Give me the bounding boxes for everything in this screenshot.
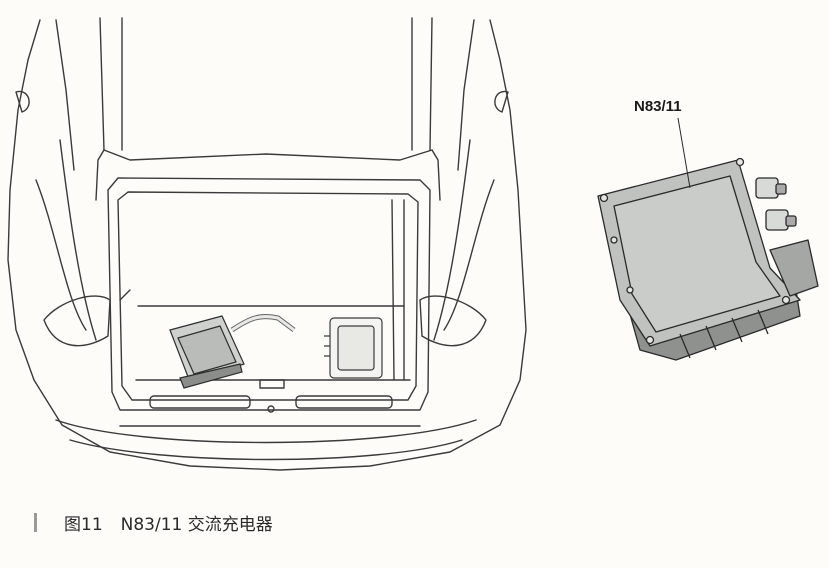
vehicle-rear-drawing xyxy=(7,17,527,471)
part-callout-label: N83/11 xyxy=(634,98,682,115)
figure-title: N83/11 交流充电器 xyxy=(120,514,273,535)
figure-caption: 图11 N83/11 交流充电器 xyxy=(34,509,273,535)
figure-number: 图11 xyxy=(64,514,103,535)
charger-unit-detail xyxy=(597,157,819,361)
caption-marker xyxy=(34,512,37,532)
trunk-module xyxy=(324,317,383,379)
callout-leader-line xyxy=(677,117,691,189)
in-vehicle-charger xyxy=(169,314,296,389)
